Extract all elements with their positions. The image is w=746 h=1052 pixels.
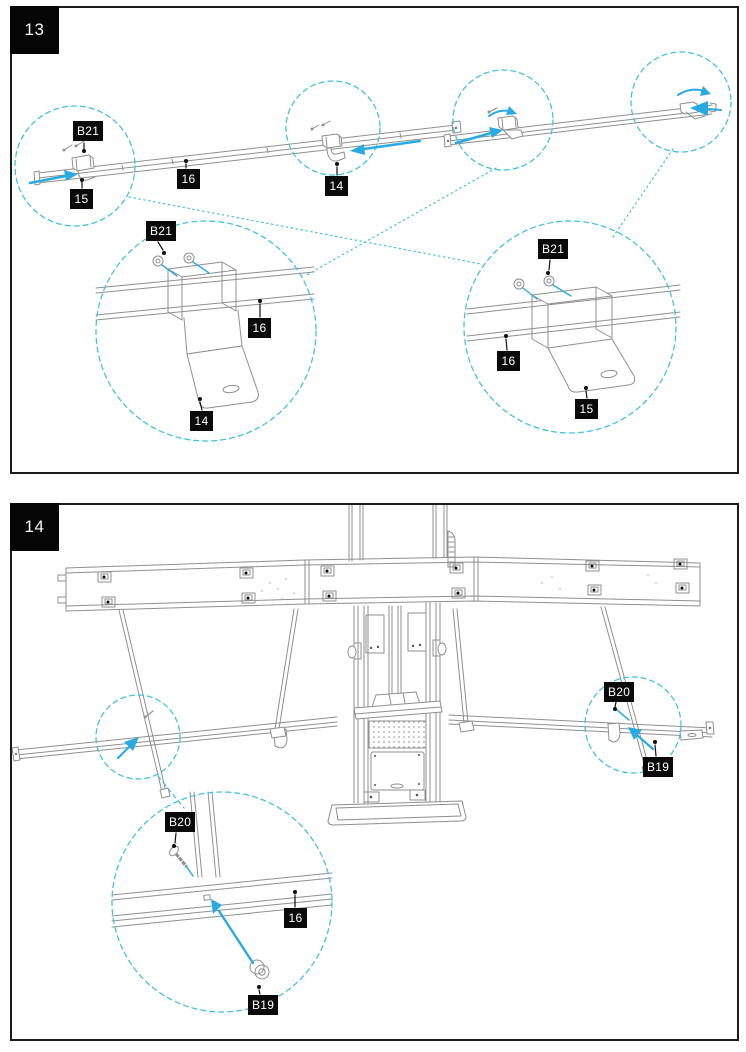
tag-connectors [172, 701, 657, 995]
part-tag-b21: B21 [146, 221, 177, 241]
part-tag-b19: B19 [643, 757, 674, 777]
direction-arrow-icons [28, 86, 722, 185]
step-number-13: 13 [10, 6, 59, 54]
top-beam [57, 556, 701, 612]
part-tag-b19: B19 [248, 995, 279, 1015]
lift-column [327, 602, 467, 826]
upper-posts [348, 505, 456, 568]
callout-circles [95, 676, 682, 1013]
direction-arrow-icons [116, 709, 655, 965]
part-tag-16: 16 [497, 351, 520, 371]
step-13-illustration [14, 51, 732, 442]
step-number-14: 14 [10, 503, 59, 551]
step-13-panel: 13 [10, 6, 739, 474]
callout-leader-lines [128, 148, 674, 277]
part-tag-15: 15 [70, 189, 93, 209]
detail-left-bracket-14 [95, 252, 315, 409]
callout-circles [14, 51, 732, 442]
part-tag-b21: B21 [538, 239, 569, 259]
part-tag-14: 14 [325, 176, 348, 196]
detail-right-bracket-15 [466, 275, 681, 393]
part-tag-16: 16 [284, 908, 307, 928]
part-tag-14: 14 [190, 411, 213, 431]
beam-brackets [97, 558, 690, 608]
step-14-illustration [12, 505, 715, 1013]
part-tag-16: 16 [177, 169, 200, 189]
step-14-panel: 14 [10, 503, 739, 1041]
part-tag-b21: B21 [73, 121, 104, 141]
rail-left-piece [33, 120, 462, 186]
part-tag-15: 15 [575, 399, 598, 419]
part-tag-b20: B20 [165, 812, 196, 832]
tag-connectors [80, 142, 588, 411]
part-tag-16: 16 [248, 318, 271, 338]
rail-right-piece [443, 101, 717, 148]
legs-and-floor-rails [12, 606, 715, 799]
detail-bottom-fastener [111, 791, 333, 980]
beam-surface-dots [261, 574, 657, 600]
part-tag-b20: B20 [604, 682, 635, 702]
